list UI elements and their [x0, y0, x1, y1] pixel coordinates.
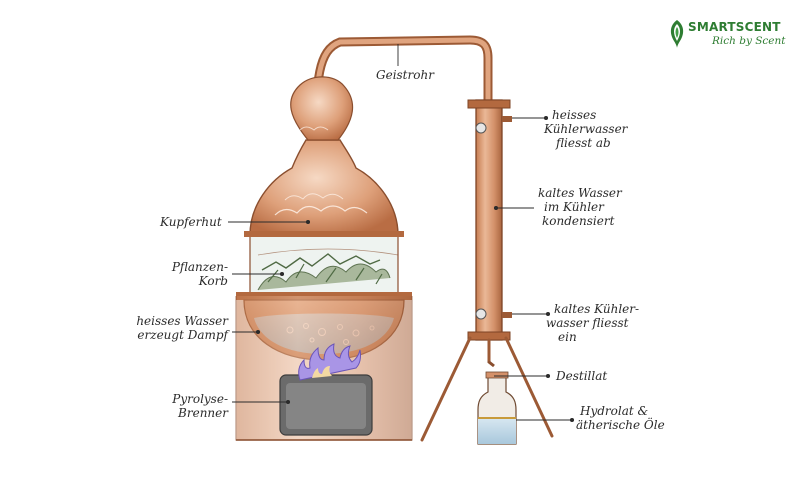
label-heisses-wasser-1: heisses Wasser — [136, 314, 228, 328]
receiving-bottle — [477, 371, 517, 445]
label-brenner-1: Pyrolyse- — [172, 392, 228, 406]
label-kuehler-ab-3: fliesst ab — [556, 136, 611, 150]
label-kuehler-ein-3: ein — [558, 330, 577, 344]
label-kuehler-ein-1: kaltes Kühler- — [554, 302, 640, 316]
brand-logo: SMARTSCENT Rich by Scent — [668, 18, 792, 52]
copper-helmet — [249, 76, 399, 236]
brand-name: SMARTSCENT — [688, 20, 781, 34]
label-hydrolat-2: ätherische Öle — [576, 418, 665, 432]
leaf-logo-icon — [670, 20, 684, 48]
label-destillat: Destillat — [556, 369, 608, 383]
condenser-column — [467, 99, 512, 368]
brand-tagline: Rich by Scent — [712, 35, 786, 47]
label-heisses-wasser-2: erzeugt Dampf — [137, 328, 228, 342]
label-kondensiert-2: im Kühler — [544, 200, 604, 214]
label-kupferhut: Kupferhut — [160, 215, 222, 229]
label-kondensiert-1: kaltes Wasser — [538, 186, 622, 200]
label-kondensiert-3: kondensiert — [542, 214, 615, 228]
leader-lines — [228, 44, 575, 423]
label-pflanzenkorb-2: Korb — [198, 274, 228, 288]
label-hydrolat-1: Hydrolat & — [580, 404, 649, 418]
label-kuehler-ab-2: Kühlerwasser — [544, 122, 628, 136]
plant-basket — [244, 231, 404, 298]
label-geistrohr: Geistrohr — [376, 68, 434, 82]
label-kuehler-ein-2: wasser fliesst — [546, 316, 629, 330]
label-brenner-2: Brenner — [178, 406, 228, 420]
burner-flames — [298, 343, 361, 381]
label-kuehler-ab-1: heisses — [552, 108, 597, 122]
label-pflanzenkorb-1: Pflanzen- — [171, 260, 228, 274]
